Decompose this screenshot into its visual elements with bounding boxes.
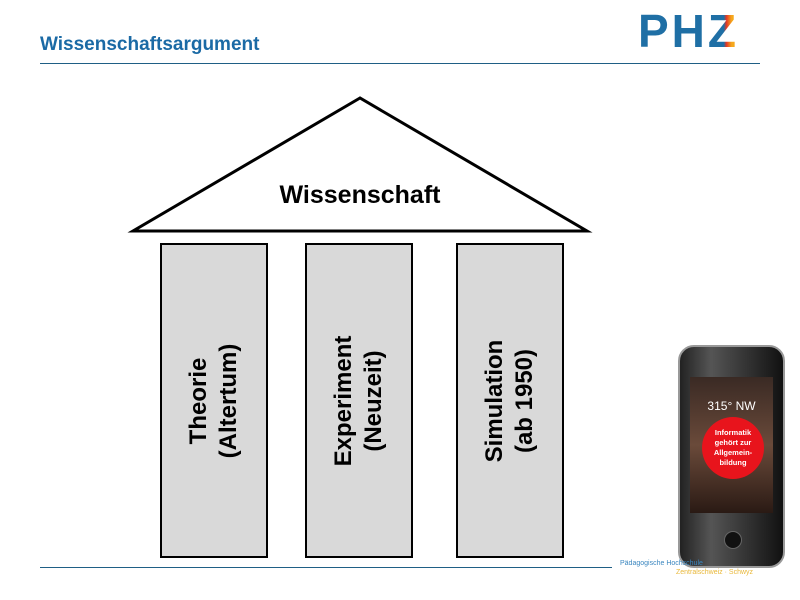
smartphone-image: 315° NW Informatik gehört zur Allgemein-… xyxy=(678,345,785,568)
pillar-sublabel: (Neuzeit) xyxy=(360,349,387,452)
pillar-sublabel: (Altertum) xyxy=(215,343,242,458)
pillar-label: Theorie xyxy=(185,357,212,444)
footer-divider xyxy=(40,567,612,568)
title-divider xyxy=(40,63,760,64)
pillar-sublabel: (ab 1950) xyxy=(511,348,538,453)
phone-screen: 315° NW Informatik gehört zur Allgemein-… xyxy=(690,377,773,513)
footer-institution: Pädagogische Hochschule Zentralschweiz ·… xyxy=(620,559,753,577)
slide-title: Wissenschaftsargument xyxy=(40,34,260,55)
pillar-theorie: Theorie(Altertum) xyxy=(160,243,268,558)
informatik-badge: Informatik gehört zur Allgemein-bildung xyxy=(702,417,764,479)
footer-line2: Zentralschweiz · Schwyz xyxy=(676,569,754,576)
pillar-label: Simulation xyxy=(481,339,508,462)
compass-heading: 315° NW xyxy=(707,399,756,413)
phz-logo: PHZ xyxy=(638,6,768,56)
home-button-icon xyxy=(724,531,742,549)
pillar-label: Experiment xyxy=(330,335,357,466)
logo-text: PHZ xyxy=(638,6,768,56)
pillar-simulation: Simulation(ab 1950) xyxy=(456,243,564,558)
roof-label: Wissenschaft xyxy=(279,181,441,209)
pillar-experiment: Experiment(Neuzeit) xyxy=(305,243,413,558)
footer-line1: Pädagogische Hochschule xyxy=(620,560,703,567)
roof-triangle xyxy=(127,96,593,233)
